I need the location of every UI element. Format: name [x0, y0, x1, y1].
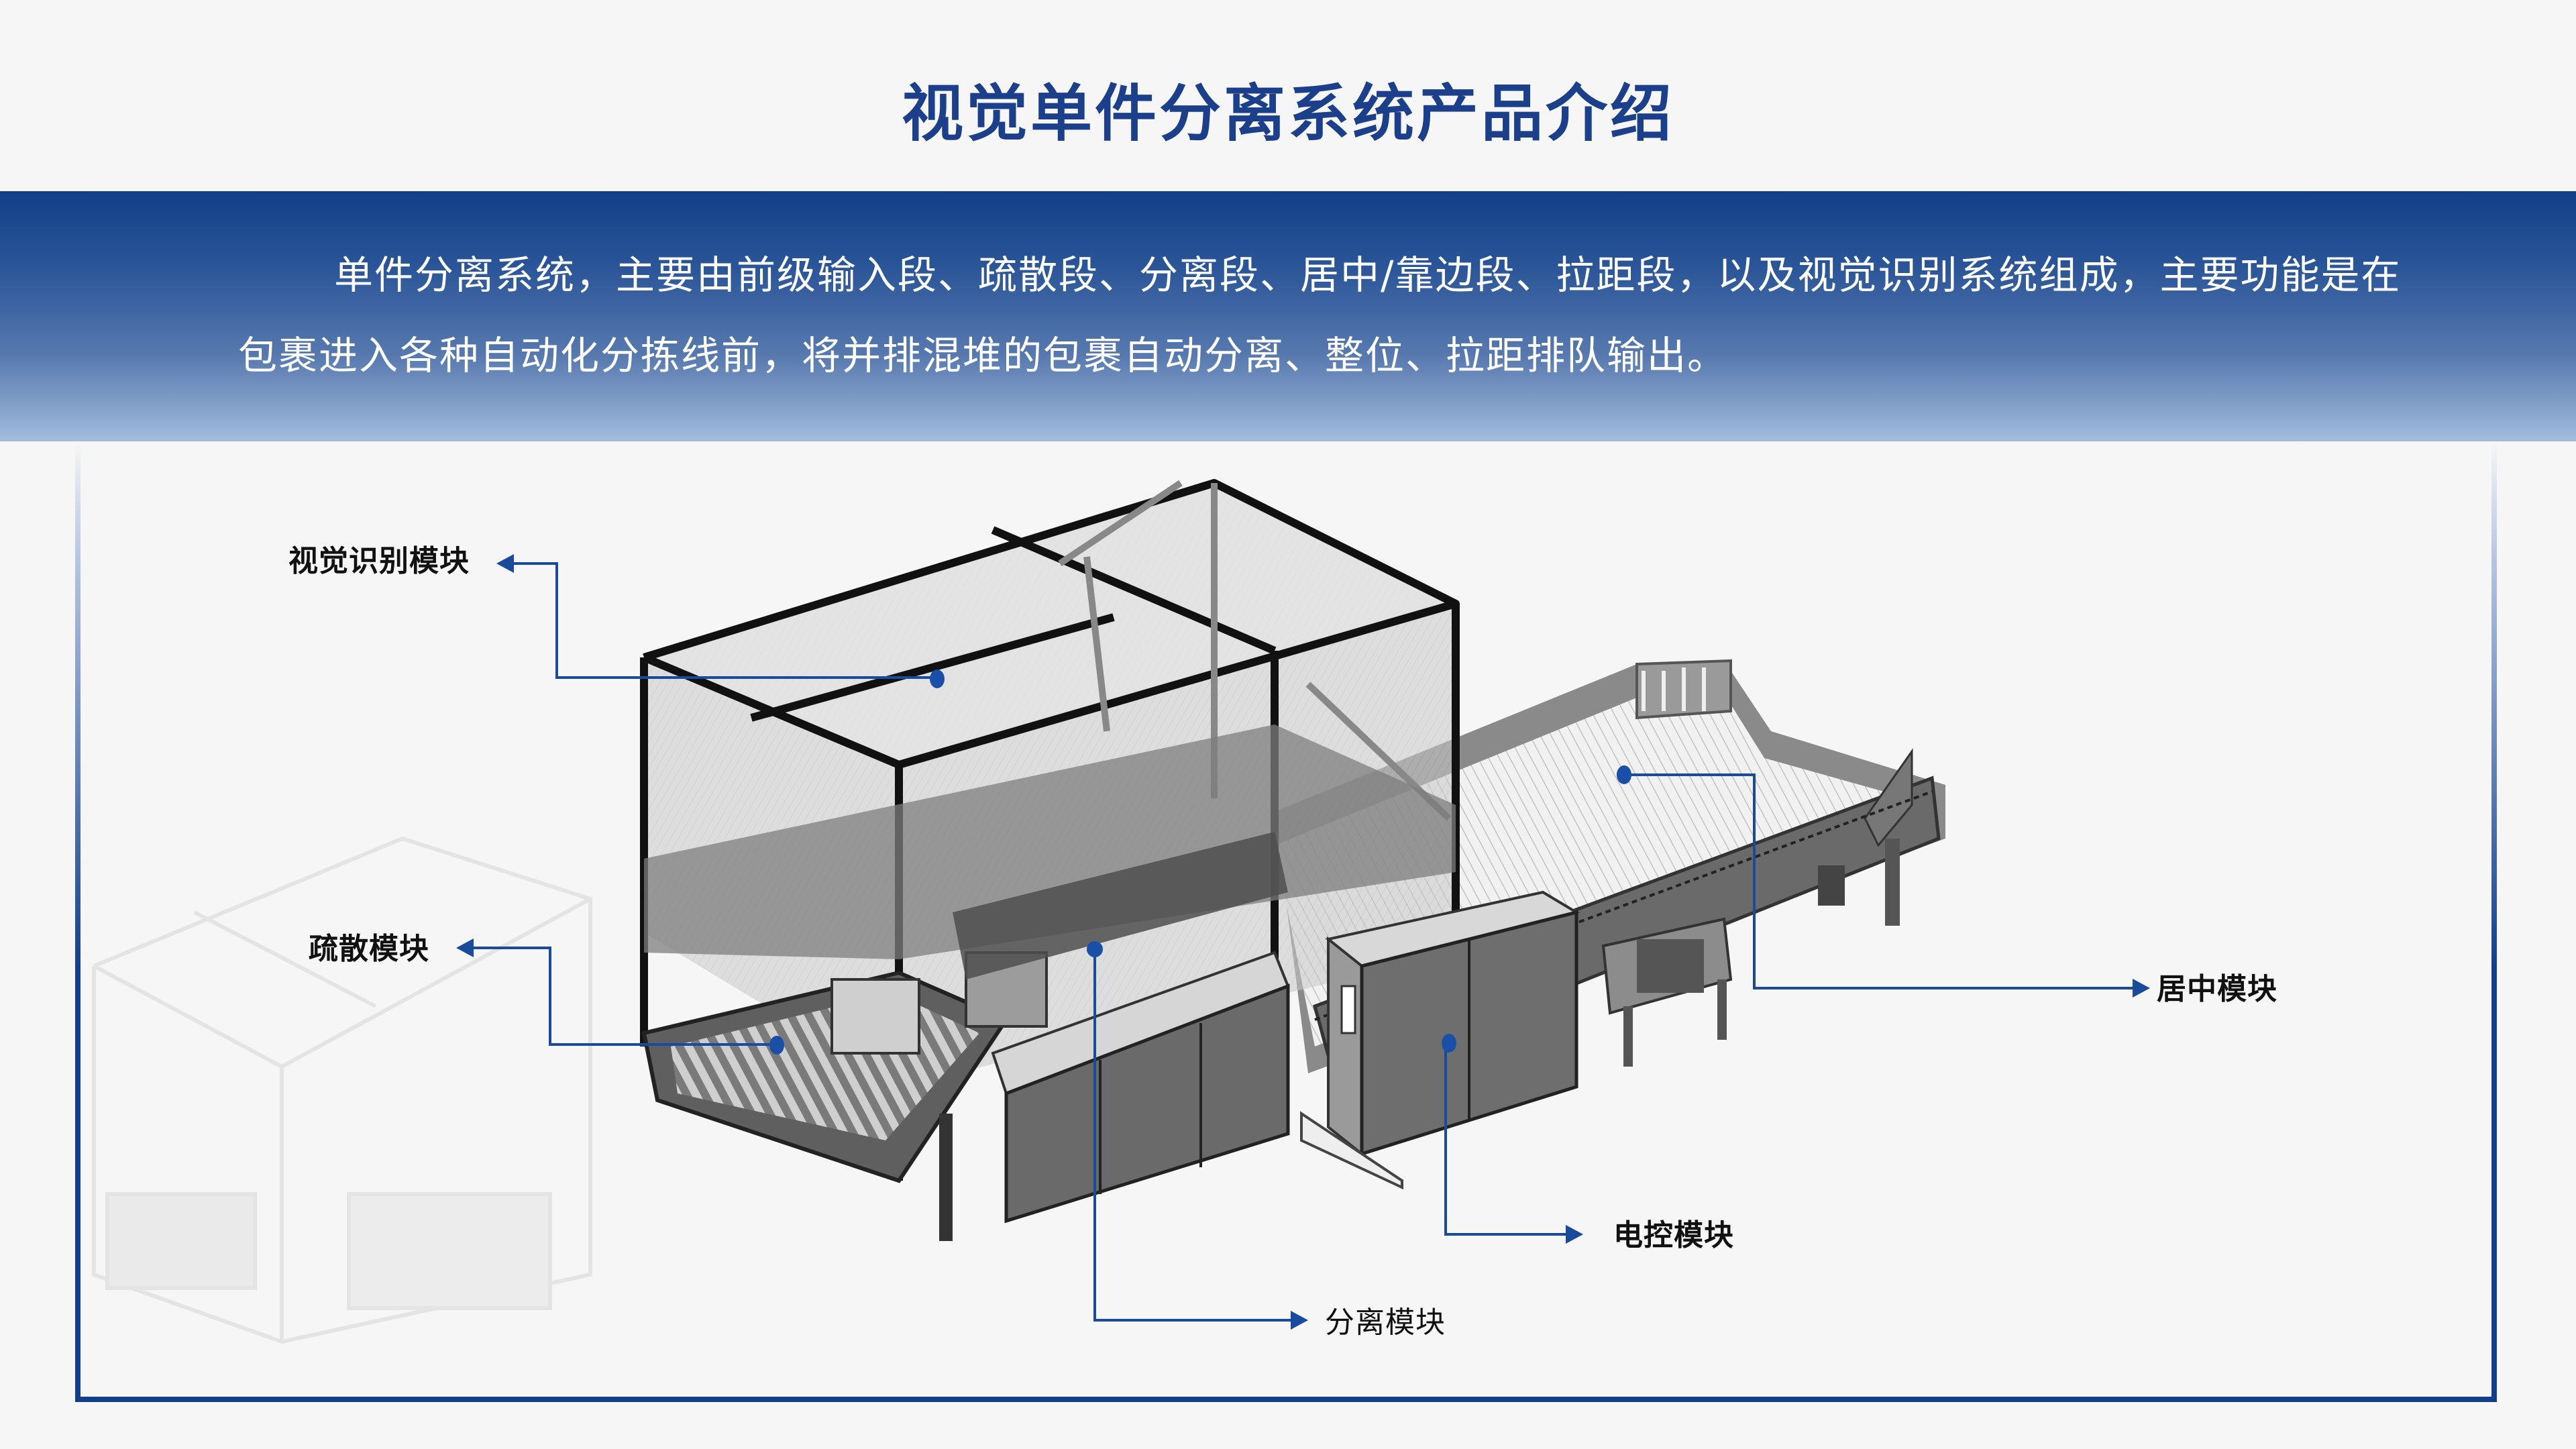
intro-banner [0, 191, 2576, 441]
frame-right-edge [2491, 441, 2497, 1402]
intro-text: 单件分离系统，主要由前级输入段、疏散段、分离段、居中/靠边段、拉距段，以及视觉识… [238, 252, 2402, 378]
frame-left-edge [75, 441, 80, 1402]
content-frame [75, 441, 2497, 1402]
page-title: 视觉单件分离系统产品介绍 [901, 78, 1674, 150]
